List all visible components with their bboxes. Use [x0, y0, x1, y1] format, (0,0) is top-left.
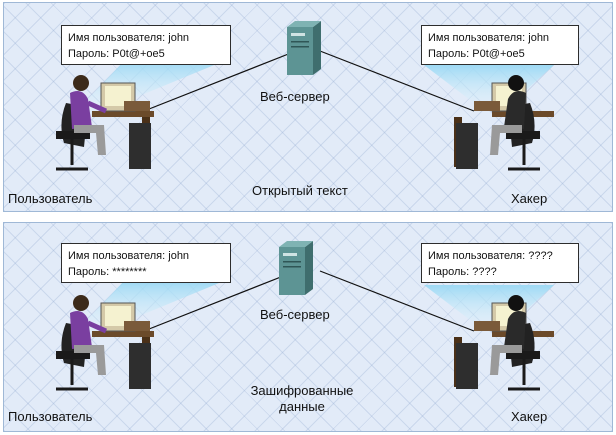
user-workstation-icon: [56, 75, 154, 171]
hacker-credentials-callout: Имя пользователя: john Пароль: P0t@+oe5: [421, 25, 579, 65]
hacker-callout-username: Имя пользователя: ????: [428, 250, 553, 262]
hacker-callout-password: Пароль: P0t@+oe5: [428, 48, 525, 60]
user-credentials-callout: Имя пользователя: john Пароль: P0t@+oe5: [61, 25, 231, 65]
hacker-label: Хакер: [511, 409, 548, 424]
user-workstation-icon: [56, 295, 154, 391]
hacker-callout-password: Пароль: ????: [428, 266, 497, 278]
channel-label: Зашифрованные данные: [232, 383, 372, 415]
hacker-credentials-callout: Имя пользователя: ???? Пароль: ????: [421, 243, 579, 283]
channel-label-line-2: данные: [279, 399, 325, 414]
channel-label: Открытый текст: [252, 183, 348, 198]
plain-text-panel: Имя пользователя: john Пароль: P0t@+oe5 …: [3, 2, 613, 212]
user-to-server-link: [143, 50, 297, 112]
server-to-hacker-link: [319, 270, 475, 332]
server-to-hacker-link: [319, 50, 475, 112]
user-credentials-callout: Имя пользователя: john Пароль: ********: [61, 243, 231, 283]
user-label: Пользователь: [8, 409, 93, 424]
encrypted-data-panel: Имя пользователя: john Пароль: ******** …: [3, 222, 613, 432]
web-server-label: Веб-сервер: [260, 307, 330, 322]
channel-label-line-1: Зашифрованные: [250, 383, 354, 398]
hacker-view-beam: [424, 65, 554, 103]
user-label: Пользователь: [8, 191, 93, 206]
hacker-workstation-icon: [454, 75, 554, 171]
user-to-server-link: [143, 270, 297, 332]
user-callout-username: Имя пользователя: john: [68, 32, 190, 44]
plain-text-scene: [56, 21, 554, 171]
user-callout-password: Пароль: P0t@+oe5: [68, 48, 165, 60]
encrypted-data-scene: [56, 241, 554, 391]
web-server-label: Веб-сервер: [260, 89, 330, 104]
hacker-view-beam: [424, 285, 554, 323]
web-server-icon: [279, 241, 313, 295]
web-server-icon: [287, 21, 321, 75]
user-callout-username: Имя пользователя: john: [68, 250, 190, 262]
hacker-workstation-icon: [454, 295, 554, 391]
user-callout-password: Пароль: ********: [68, 266, 147, 278]
hacker-label: Хакер: [511, 191, 548, 206]
hacker-callout-username: Имя пользователя: john: [428, 32, 550, 44]
